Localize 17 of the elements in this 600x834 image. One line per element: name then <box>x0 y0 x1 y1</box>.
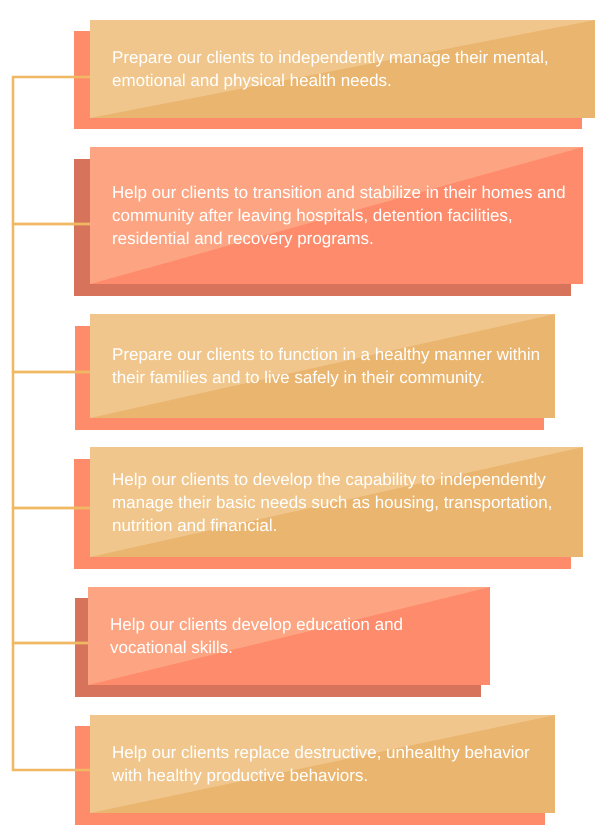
card-text: Prepare our clients to independently manage their mental, emotional and physical health needs. <box>112 47 550 92</box>
connector-line <box>12 506 90 644</box>
card-text: Help our clients to develop the capability to independently manage their basic needs such as housing, transportation, nutrition and financial. <box>112 468 554 536</box>
connector-line <box>12 370 90 510</box>
goal-card <box>90 447 583 557</box>
card-text: Prepare our clients to function in a healthy manner within their families and to live safely in their community. <box>112 344 542 389</box>
goal-card <box>88 587 490 685</box>
goal-card <box>90 147 583 284</box>
connector-line <box>12 642 90 772</box>
connector-line <box>12 76 90 226</box>
card-text: Help our clients replace destructive, unhealthy behavior with healthy productive behaviors. <box>112 742 531 787</box>
connector-line <box>12 222 90 374</box>
card-text: Help our clients develop education and vocational skills. <box>110 614 404 659</box>
goal-card <box>90 314 555 418</box>
card-text: Help our clients to transition and stabilize in their homes and community after leaving hospitals, detention facilities, residential and recovery programs. <box>112 182 567 250</box>
goal-card <box>90 715 555 813</box>
goal-card <box>90 20 595 118</box>
